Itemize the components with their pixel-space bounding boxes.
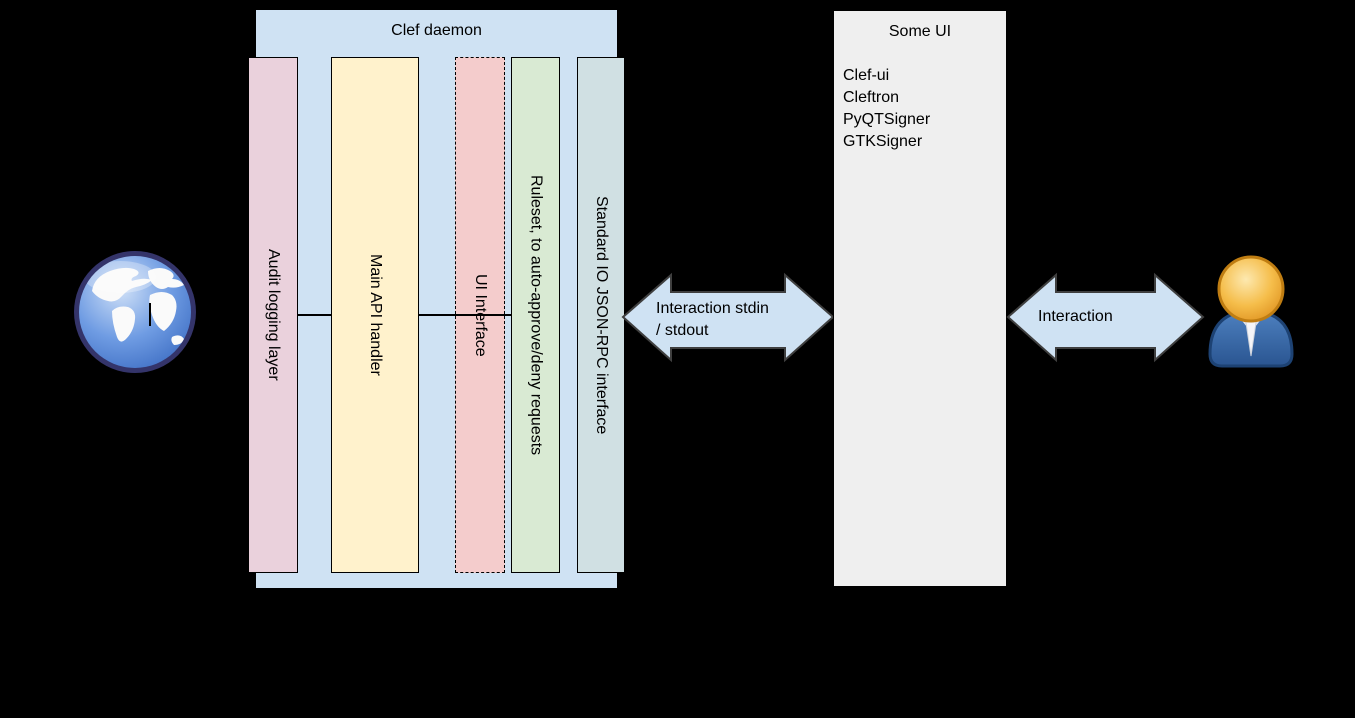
- user-icon: [1208, 255, 1294, 368]
- some-ui-item: GTKSigner: [843, 133, 923, 150]
- some-ui-title: Some UI: [888, 23, 952, 40]
- connector-main-to-ruleset: [418, 314, 511, 316]
- bar-stdio-jsonrpc-interface-label: Standard IO JSON-RPC interface: [593, 195, 610, 435]
- some-ui-list: Clef-ui Cleftron PyQTSigner GTKSigner: [834, 65, 1006, 153]
- arrow-someui-to-user: [1006, 272, 1205, 363]
- some-ui-item: Clef-ui: [843, 67, 890, 84]
- bar-main-api-handler-label: Main API handler: [367, 254, 384, 376]
- connector-globe-stub: [149, 303, 151, 326]
- some-ui-item: PyQTSigner: [843, 111, 931, 128]
- arrow-someui-to-user-shape: [1006, 272, 1205, 363]
- arrow-label-line1: Interaction stdin: [656, 300, 769, 317]
- bar-ruleset: Ruleset, to auto-approve/deny requests: [511, 57, 560, 573]
- arrow-label-line2: / stdout: [656, 322, 709, 339]
- bar-stdio-jsonrpc-interface: Standard IO JSON-RPC interface: [577, 57, 625, 573]
- globe-icon: [74, 251, 196, 373]
- bar-audit-logging-layer-label: Audit logging layer: [265, 249, 282, 381]
- bar-main-api-handler: Main API handler: [331, 57, 419, 573]
- clef-daemon-container: Clef daemon: [256, 10, 617, 588]
- connector-audit-to-main: [298, 314, 331, 316]
- arrow-clef-to-someui-label: Interaction stdin / stdout: [656, 298, 769, 342]
- bar-audit-logging-layer: Audit logging layer: [248, 57, 298, 573]
- some-ui-box: Some UI Clef-ui Cleftron PyQTSigner GTKS…: [833, 10, 1007, 587]
- arrow-someui-to-user-label: Interaction: [1038, 308, 1113, 325]
- bar-ruleset-label: Ruleset, to auto-approve/deny requests: [527, 174, 545, 456]
- clef-daemon-title: Clef daemon: [391, 22, 482, 39]
- some-ui-item: Cleftron: [843, 89, 900, 106]
